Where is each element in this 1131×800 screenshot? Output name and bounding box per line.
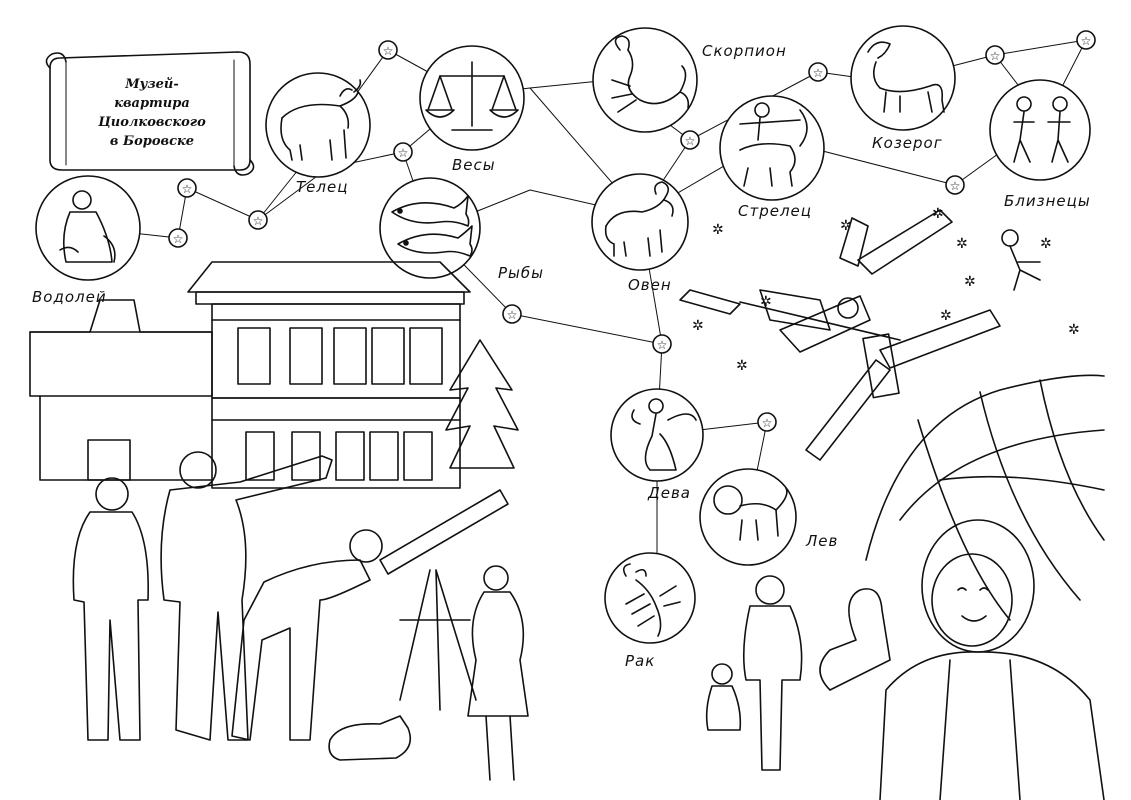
telescope-illustration bbox=[379, 489, 509, 711]
label-sagittarius: Стрелец bbox=[738, 202, 812, 220]
space-stars: ✲ ✲ ✲ ✲ ✲ ✲ ✲ ✲ ✲ ✲ ✲ bbox=[692, 206, 1080, 374]
virgo-maiden-icon bbox=[631, 398, 697, 471]
star-icon: ✲ bbox=[760, 294, 772, 310]
floating-cosmonaut-icon bbox=[1001, 229, 1041, 291]
taurus-bull-icon bbox=[280, 79, 362, 161]
title-line-4: в Боровске bbox=[110, 134, 194, 149]
leo-lion-icon bbox=[713, 485, 788, 541]
star-icon: ☆ bbox=[985, 45, 1005, 65]
svg-text:☆: ☆ bbox=[762, 416, 773, 430]
star-icon: ✲ bbox=[712, 222, 724, 238]
star-icon: ☆ bbox=[680, 130, 700, 150]
label-capricorn: Козерог bbox=[872, 134, 943, 152]
zodiac-leo: Лев bbox=[699, 468, 838, 566]
label-cancer: Рак bbox=[625, 652, 655, 670]
star-icon: ☆ bbox=[177, 178, 197, 198]
star-icon: ✲ bbox=[1040, 236, 1052, 252]
cosmonaut-illustration bbox=[819, 374, 1105, 800]
svg-text:☆: ☆ bbox=[813, 66, 824, 80]
museum-house-illustration bbox=[29, 261, 519, 489]
scorpio-scorpion-icon bbox=[611, 35, 690, 113]
label-leo: Лев bbox=[805, 532, 838, 550]
svg-text:☆: ☆ bbox=[507, 308, 518, 322]
zodiac-pisces: Рыбы bbox=[379, 177, 544, 282]
star-icon: ✲ bbox=[840, 218, 852, 234]
star-icon: ✲ bbox=[1068, 322, 1080, 338]
constellation-lines bbox=[87, 39, 1087, 596]
svg-text:☆: ☆ bbox=[1081, 34, 1092, 48]
zodiac-scorpio: Скорпион bbox=[592, 27, 787, 133]
svg-text:☆: ☆ bbox=[990, 49, 1001, 63]
label-scorpio: Скорпион bbox=[702, 42, 787, 60]
star-icon: ✲ bbox=[736, 358, 748, 374]
svg-text:☆: ☆ bbox=[253, 214, 264, 228]
star-icon: ☆ bbox=[757, 412, 777, 432]
title-scroll: Музей- квартира Циолковского в Боровске bbox=[45, 51, 255, 176]
title-line-3: Циолковского bbox=[97, 115, 206, 130]
constellation-stars: ☆ ☆ ☆ ☆ ☆ ☆ ☆ ☆ ☆ ☆ ☆ ☆ ☆ bbox=[168, 30, 1096, 432]
svg-text:☆: ☆ bbox=[657, 338, 668, 352]
star-icon: ✲ bbox=[932, 206, 944, 222]
zodiac-taurus: Телец bbox=[265, 72, 371, 196]
label-pisces: Рыбы bbox=[498, 264, 544, 282]
label-taurus: Телец bbox=[296, 178, 348, 196]
zodiac-gemini: Близнецы bbox=[989, 79, 1091, 210]
star-icon: ✲ bbox=[940, 308, 952, 324]
title-line-2: квартира bbox=[114, 96, 190, 111]
star-icon: ✲ bbox=[956, 236, 968, 252]
capricorn-goat-icon bbox=[867, 41, 945, 113]
star-icon: ✲ bbox=[692, 318, 704, 334]
zodiac-sagittarius: Стрелец bbox=[719, 95, 825, 220]
star-icon: ☆ bbox=[378, 40, 398, 60]
svg-text:☆: ☆ bbox=[685, 134, 696, 148]
star-icon: ☆ bbox=[393, 142, 413, 162]
aquarius-icon bbox=[59, 190, 116, 263]
sagittarius-archer-icon bbox=[739, 102, 808, 187]
svg-text:☆: ☆ bbox=[383, 44, 394, 58]
people-illustration bbox=[72, 451, 803, 781]
svg-text:☆: ☆ bbox=[398, 146, 409, 160]
star-icon: ✲ bbox=[964, 274, 976, 290]
label-gemini: Близнецы bbox=[1004, 192, 1091, 210]
zodiac-libra: Весы bbox=[419, 45, 525, 174]
star-icon: ☆ bbox=[168, 228, 188, 248]
star-icon: ☆ bbox=[652, 334, 672, 354]
zodiac-cancer: Рак bbox=[604, 552, 696, 670]
cancer-crayfish-icon bbox=[622, 563, 681, 637]
zodiac-aries: Овен bbox=[591, 173, 689, 294]
star-icon: ☆ bbox=[945, 175, 965, 195]
star-icon: ☆ bbox=[808, 62, 828, 82]
zodiac-capricorn: Козерог bbox=[850, 25, 956, 152]
pisces-fish-icon bbox=[391, 195, 473, 257]
space-station-illustration bbox=[679, 209, 1001, 461]
svg-text:☆: ☆ bbox=[182, 182, 193, 196]
label-libra: Весы bbox=[452, 156, 496, 174]
star-icon: ☆ bbox=[248, 210, 268, 230]
cat-illustration bbox=[328, 715, 412, 761]
zodiac-aquarius: Водолей bbox=[32, 175, 141, 306]
aries-ram-icon bbox=[604, 181, 674, 257]
libra-scales-icon bbox=[425, 61, 519, 131]
label-aries: Овен bbox=[628, 276, 672, 294]
svg-text:☆: ☆ bbox=[173, 232, 184, 246]
title-line-1: Музей- bbox=[124, 77, 179, 92]
star-icon: ☆ bbox=[502, 304, 522, 324]
label-virgo: Дева bbox=[647, 484, 691, 502]
gemini-twins-icon bbox=[1013, 96, 1071, 163]
label-aquarius: Водолей bbox=[32, 288, 107, 306]
star-icon: ☆ bbox=[1076, 30, 1096, 50]
zodiac-virgo: Дева bbox=[610, 388, 704, 502]
svg-text:☆: ☆ bbox=[950, 179, 961, 193]
